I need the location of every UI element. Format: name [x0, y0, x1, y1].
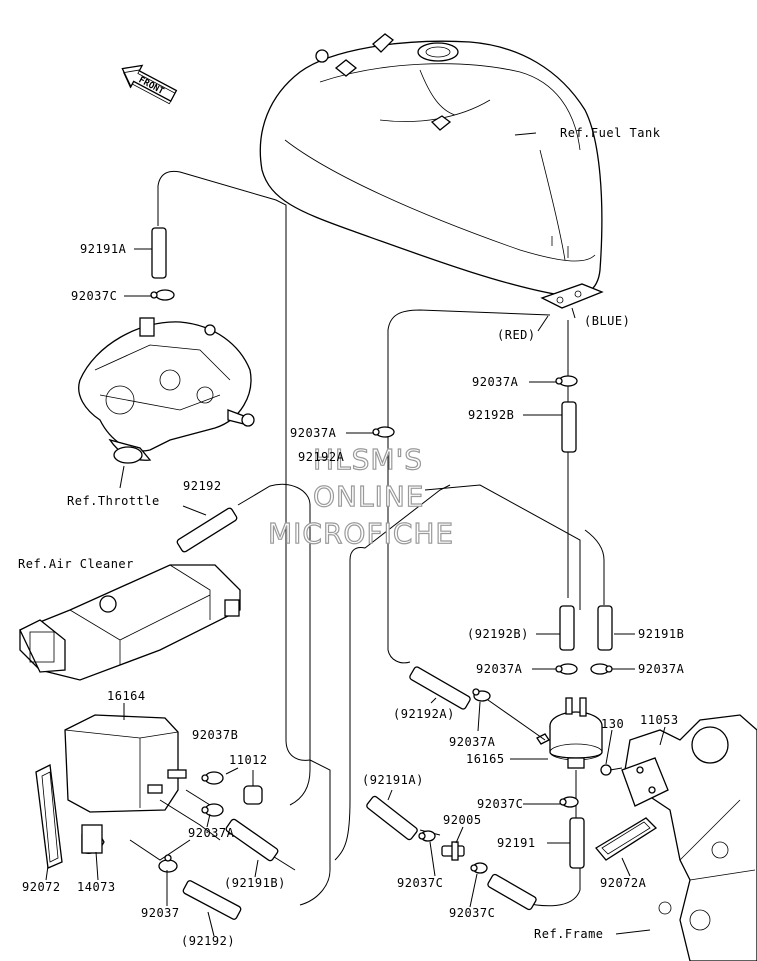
watermark-line3: MICROFICHE — [267, 516, 455, 550]
label-92037c-filter: 92037C — [477, 797, 524, 811]
label-16165: 16165 — [466, 752, 505, 766]
clamp-icon — [590, 663, 613, 675]
label-11053: 11053 — [640, 713, 679, 727]
air-cleaner — [19, 564, 241, 681]
label-92191a-top: 92191A — [80, 242, 127, 256]
clamp-icon — [555, 663, 578, 675]
label-92037c-top: 92037C — [71, 289, 118, 303]
label-92037a-filter: 92037A — [449, 735, 496, 749]
hose-92191a-top — [151, 227, 167, 279]
label-92037a-canister: 92037A — [188, 826, 235, 840]
front-arrow-icon: FRONT — [121, 64, 178, 105]
label-92072a: 92072A — [600, 876, 647, 890]
label-92005: 92005 — [443, 813, 482, 827]
frame — [621, 714, 757, 961]
hose-92192-paren — [182, 880, 242, 920]
clamp-icon — [201, 771, 224, 785]
label-92072: 92072 — [22, 880, 61, 894]
fitting-92005 — [441, 841, 465, 861]
label-92192b: 92192B — [468, 408, 515, 422]
label-92037b: 92037B — [192, 728, 239, 742]
label-92192-paren: (92192) — [181, 934, 236, 948]
label-92192a-paren: (92192A) — [393, 707, 455, 721]
label-14073: 14073 — [77, 880, 116, 894]
hose-92192b-lower — [559, 605, 575, 651]
label-92037a-left2: 92037A — [476, 662, 523, 676]
clamp-icon — [418, 830, 436, 842]
label-92192b-paren: (92192B) — [467, 627, 529, 641]
label-92191b: 92191B — [638, 627, 685, 641]
watermark-line2: ONLINE — [312, 479, 425, 513]
label-blue: (BLUE) — [584, 314, 631, 328]
label-92037a-mid: 92037A — [290, 426, 337, 440]
hose-92192a-paren — [409, 666, 471, 710]
clamp-icon — [372, 426, 395, 438]
label-92037: 92037 — [141, 906, 180, 920]
clamp-icon — [470, 862, 488, 874]
hose-92192-throttle — [176, 507, 238, 553]
label-92037c-low1: 92037C — [397, 876, 444, 890]
throttle-body — [78, 317, 255, 464]
hose-92191-right — [569, 817, 585, 869]
clamps — [150, 289, 613, 874]
hoses — [151, 227, 613, 920]
hose-92191b-lower — [597, 605, 613, 651]
clamp-plate-92072a — [595, 817, 658, 861]
label-92192a-mid: 92192A — [298, 450, 345, 464]
label-92192: 92192 — [183, 479, 222, 493]
clamp-icon — [472, 688, 491, 702]
hose-92191a-paren — [366, 795, 418, 841]
label-red: (RED) — [497, 328, 536, 342]
label-ref-frame: Ref.Frame — [534, 927, 604, 941]
label-92191: 92191 — [497, 836, 536, 850]
label-92037c-low2: 92037C — [449, 906, 496, 920]
hose-92192b-right — [561, 401, 577, 453]
vacuum-valve-16165 — [536, 697, 603, 769]
canister — [64, 714, 187, 854]
label-ref-throttle: Ref.Throttle — [67, 494, 160, 508]
label-92191a-paren: (92191A) — [362, 773, 424, 787]
clamp-icon — [201, 803, 224, 817]
bolt-130 — [600, 764, 623, 776]
label-92191b-paren: (92191B) — [224, 876, 286, 890]
plug-11012 — [243, 785, 263, 805]
clamp-plate-92072 — [35, 764, 63, 869]
label-ref-fuel-tank: Ref.Fuel Tank — [560, 126, 661, 140]
clamp-icon — [158, 854, 178, 873]
label-130: 130 — [601, 717, 625, 731]
label-92037a-right2: 92037A — [638, 662, 685, 676]
label-11012: 11012 — [229, 753, 268, 767]
watermark-line1: HLSM'S — [312, 442, 424, 476]
label-92037a-right: 92037A — [472, 375, 519, 389]
label-ref-air-cleaner: Ref.Air Cleaner — [18, 557, 134, 571]
clamp-icon — [150, 289, 175, 301]
clamp-icon — [559, 796, 579, 808]
hose-92192-bottom — [487, 873, 537, 911]
clamp-icon — [555, 375, 578, 387]
label-16164: 16164 — [107, 689, 146, 703]
fuel-tank — [259, 33, 604, 309]
leader-lines — [45, 132, 666, 937]
hose-92191b-paren — [225, 818, 279, 862]
